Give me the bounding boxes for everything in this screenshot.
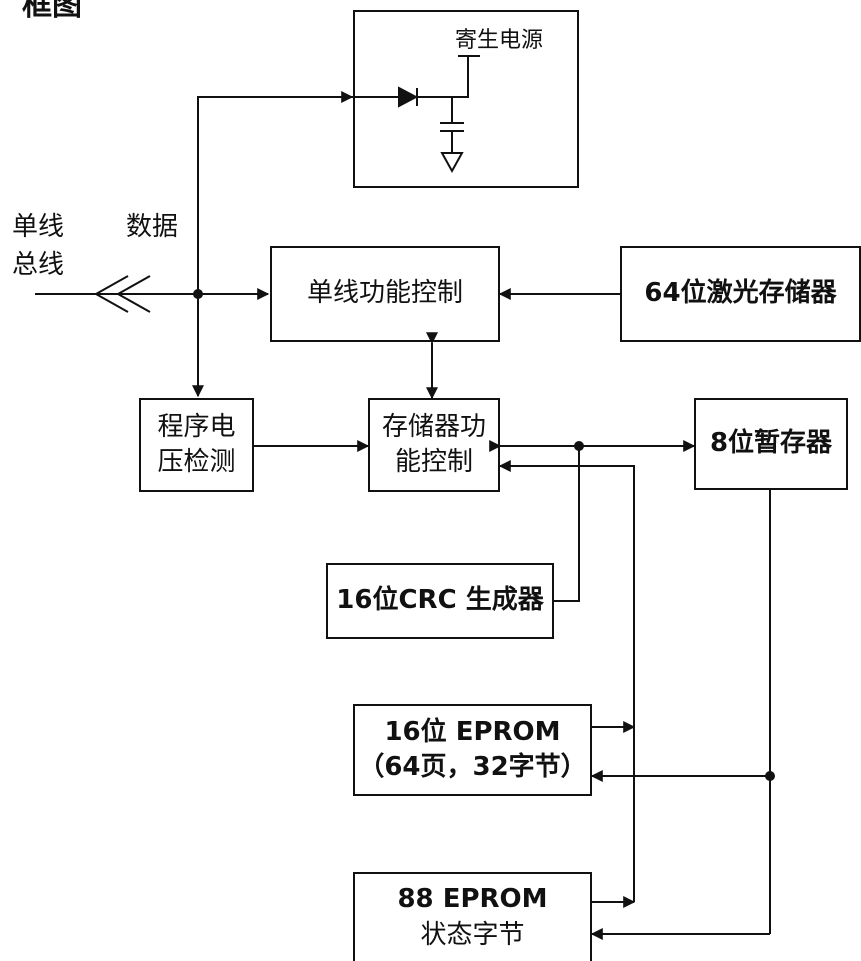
parasitic-out-wire	[417, 56, 469, 98]
line-eprom-bus	[498, 460, 635, 902]
header-fragment: 框图	[22, 0, 82, 23]
label-single-wire: 单线	[12, 212, 65, 242]
eprom16-line1: 16位 EPROM	[384, 716, 561, 747]
eprom16-line2: （64页，32字节）	[358, 752, 587, 782]
junction-crc	[574, 441, 584, 451]
junction-bus	[193, 289, 203, 299]
laser-rom-block: 64位激光存储器	[620, 246, 861, 342]
program-voltage-line2: 压检测	[157, 447, 236, 477]
diode-icon	[398, 86, 419, 108]
crc-generator-label: 16位CRC 生成器	[336, 585, 544, 616]
eprom16-block: 16位 EPROM （64页，32字节）	[353, 704, 592, 796]
single-wire-control-label: 单线功能控制	[306, 278, 463, 309]
memory-control-line1: 存储器功	[381, 411, 486, 442]
program-voltage-detect-block: 程序电 压检测	[139, 398, 254, 492]
memory-control-block: 存储器功 能控制	[368, 398, 500, 492]
parasitic-supply-label: 寄生电源	[454, 28, 543, 53]
scratchpad-label: 8位暂存器	[709, 428, 833, 459]
line-crc	[554, 446, 580, 602]
single-wire-control-block: 单线功能控制	[270, 246, 500, 342]
eprom88-block: 88 EPROM 状态字节	[353, 872, 592, 961]
laser-rom-label: 64位激光存储器	[644, 278, 837, 309]
scratchpad-block: 8位暂存器	[694, 398, 848, 490]
line-to-parasitic	[197, 91, 354, 294]
bus-connector-icon	[93, 275, 151, 313]
crc-generator-block: 16位CRC 生成器	[326, 563, 554, 639]
junction-scratchpad	[765, 771, 775, 781]
ground-icon	[440, 152, 464, 174]
label-bus: 总线	[12, 250, 65, 280]
label-data: 数据	[126, 212, 179, 242]
program-voltage-line1: 程序电	[157, 411, 236, 442]
eprom88-line1: 88 EPROM	[397, 884, 548, 915]
memory-control-line2: 能控制	[394, 447, 473, 477]
parasitic-supply-block: 寄生电源	[353, 10, 579, 188]
eprom88-line2: 状态字节	[420, 919, 525, 950]
